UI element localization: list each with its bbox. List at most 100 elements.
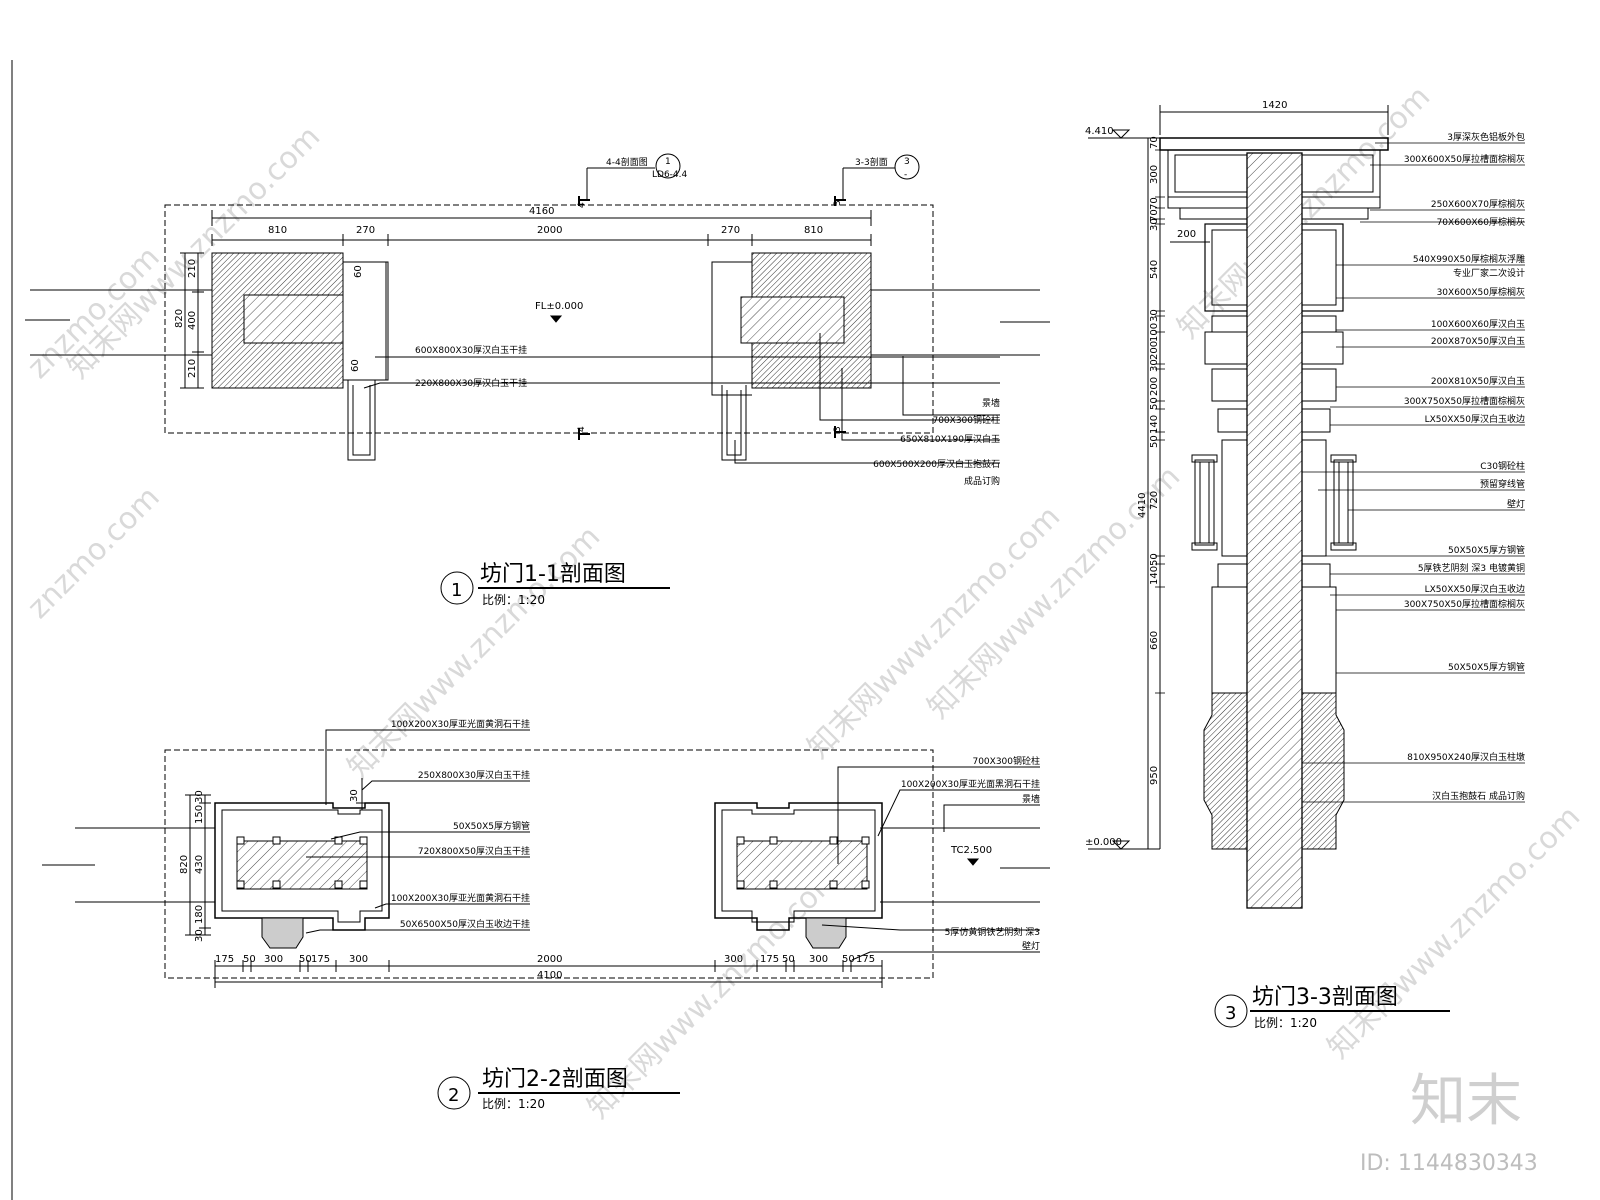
cut-mark: 3 bbox=[833, 426, 843, 432]
cut-mark: 3 bbox=[833, 200, 843, 206]
level-label: TC2.500 bbox=[950, 845, 992, 856]
dim: 300 bbox=[349, 954, 368, 965]
material-label: 50X50X5厚方钢管 bbox=[1448, 661, 1525, 673]
dim: 30 bbox=[1149, 309, 1160, 322]
section-3-3-text: 1420 4.410 ±0.000 200 4410 70 300 70 70 … bbox=[1085, 100, 1525, 1030]
dim: 100 bbox=[1149, 323, 1160, 342]
right-lamp bbox=[1333, 459, 1354, 546]
material-label: 300X750X50厚拉槽面棕榈灰 bbox=[1404, 395, 1525, 407]
dim: 30 bbox=[194, 790, 205, 803]
watermark-text: znzmo.com bbox=[21, 480, 167, 626]
material-label: 100X200X30厚亚光面黄洞石干挂 bbox=[391, 718, 530, 730]
plan-outline bbox=[164, 204, 934, 434]
material-label: 300X600X50厚拉槽面棕榈灰 bbox=[1404, 153, 1525, 165]
dim: 200 bbox=[1149, 341, 1160, 360]
level-bottom: ±0.000 bbox=[1085, 837, 1122, 848]
dim: 30 bbox=[1149, 218, 1160, 231]
dim: 810 bbox=[804, 225, 823, 236]
material-label: 200X870X50厚汉白玉 bbox=[1431, 335, 1525, 347]
left-rc-column bbox=[236, 840, 368, 890]
dim: 175 bbox=[215, 954, 234, 965]
level-top: 4.410 bbox=[1085, 126, 1114, 137]
dim: 2000 bbox=[537, 225, 562, 236]
plan-outline bbox=[164, 749, 934, 979]
dim-overall: 4160 bbox=[529, 206, 554, 217]
right-rc-column bbox=[740, 296, 845, 344]
material-label: 预留穿线管 bbox=[1480, 478, 1525, 490]
section-title: 坊门2-2剖面图 bbox=[482, 1067, 628, 1092]
dim: 60 bbox=[353, 265, 364, 278]
material-label: 50X50X5厚方钢管 bbox=[453, 820, 530, 832]
dim: 70 bbox=[1149, 209, 1160, 222]
dim: 300 bbox=[264, 954, 283, 965]
material-label: 600X800X30厚汉白玉干挂 bbox=[415, 344, 527, 356]
material-label: 30X600X50厚棕榈灰 bbox=[1437, 286, 1525, 298]
left-wall-lamp bbox=[261, 917, 304, 949]
material-label: 600X500X200厚汉白玉抱鼓石 bbox=[873, 458, 1000, 470]
section-title: 坊门3-3剖面图 bbox=[1252, 985, 1398, 1010]
dim: 820 bbox=[179, 855, 190, 874]
material-label: 720X800X50厚汉白玉干挂 bbox=[418, 845, 530, 857]
dim: 50 bbox=[1149, 397, 1160, 410]
dim: 820 bbox=[174, 309, 185, 328]
dim: 60 bbox=[350, 359, 361, 372]
watermark-logo: 知末 bbox=[1410, 1069, 1522, 1134]
dim: 270 bbox=[721, 225, 740, 236]
material-label: 壁灯 bbox=[1022, 940, 1040, 952]
dim: 30 bbox=[194, 929, 205, 942]
dim: 200 bbox=[1177, 229, 1196, 240]
section-2-2-text: 175 50 300 50 175 300 2000 300 175 50 30… bbox=[179, 718, 1040, 1111]
dim: 140 bbox=[1149, 566, 1160, 585]
dim-overall: 4100 bbox=[537, 970, 562, 981]
left-rc-column bbox=[243, 294, 360, 344]
watermark-text: 知末网www.znzmo.com bbox=[1171, 79, 1437, 345]
dim: 300 bbox=[809, 954, 828, 965]
dim: 300 bbox=[1149, 165, 1160, 184]
cut-label: 3-3剖面 bbox=[855, 156, 888, 168]
dim: 70 bbox=[1149, 197, 1160, 210]
material-label: 壁灯 bbox=[1507, 498, 1525, 510]
watermark-text: 知末网www.znzmo.com bbox=[341, 519, 607, 785]
dim: 50 bbox=[782, 954, 795, 965]
left-pier bbox=[214, 802, 390, 931]
dim: 50 bbox=[1149, 553, 1160, 566]
right-pier bbox=[714, 802, 883, 931]
material-label: 700X300钢砼柱 bbox=[932, 414, 1000, 426]
left-lamp bbox=[1194, 459, 1215, 546]
material-label: 220X800X30厚汉白玉干挂 bbox=[415, 377, 527, 389]
rc-core bbox=[1246, 152, 1303, 909]
section-title: 坊门1-1剖面图 bbox=[480, 562, 626, 587]
material-label: 汉白玉抱鼓石 成品订购 bbox=[1432, 790, 1525, 802]
material-label: 景墙 bbox=[1022, 793, 1040, 805]
material-label: 70X600X60厚棕榈灰 bbox=[1437, 216, 1525, 228]
watermark-text: 知末网www.znzmo.com bbox=[1321, 799, 1587, 1065]
dim: 660 bbox=[1149, 631, 1160, 650]
material-label: 100X600X60厚汉白玉 bbox=[1431, 318, 1525, 330]
dim: 175 bbox=[311, 954, 330, 965]
dim: 140 bbox=[1149, 415, 1160, 434]
dim: 180 bbox=[194, 905, 205, 924]
dim: 270 bbox=[356, 225, 375, 236]
dim: 540 bbox=[1149, 260, 1160, 279]
dim: 30 bbox=[1149, 359, 1160, 372]
material-label: 200X810X50厚汉白玉 bbox=[1431, 375, 1525, 387]
section-3-3 bbox=[1088, 105, 1525, 909]
material-label: LX50XX50厚汉白玉收边 bbox=[1425, 583, 1525, 595]
dim-overall: 4410 bbox=[1137, 493, 1148, 518]
dim: 50 bbox=[243, 954, 256, 965]
section-scale: 比例：1:20 bbox=[1254, 1016, 1317, 1030]
section-number: 3 bbox=[1225, 1003, 1236, 1024]
dim: 200 bbox=[1149, 377, 1160, 396]
dim-top: 1420 bbox=[1262, 100, 1287, 111]
cut-ref: - bbox=[904, 170, 907, 180]
section-1-1-text: 4160 810 270 2000 270 810 820 210 400 21… bbox=[174, 156, 1000, 607]
dim: 150 bbox=[194, 805, 205, 824]
material-label: 100X200X30厚亚光面黄洞石干挂 bbox=[391, 892, 530, 904]
dim: 50 bbox=[299, 954, 312, 965]
material-label: 专业厂家二次设计 bbox=[1453, 267, 1525, 279]
material-label: 250X600X70厚棕榈灰 bbox=[1431, 198, 1525, 210]
material-label: 250X800X30厚汉白玉干挂 bbox=[418, 769, 530, 781]
section-scale: 比例：1:20 bbox=[482, 1097, 545, 1111]
material-label: C30钢砼柱 bbox=[1480, 460, 1525, 472]
